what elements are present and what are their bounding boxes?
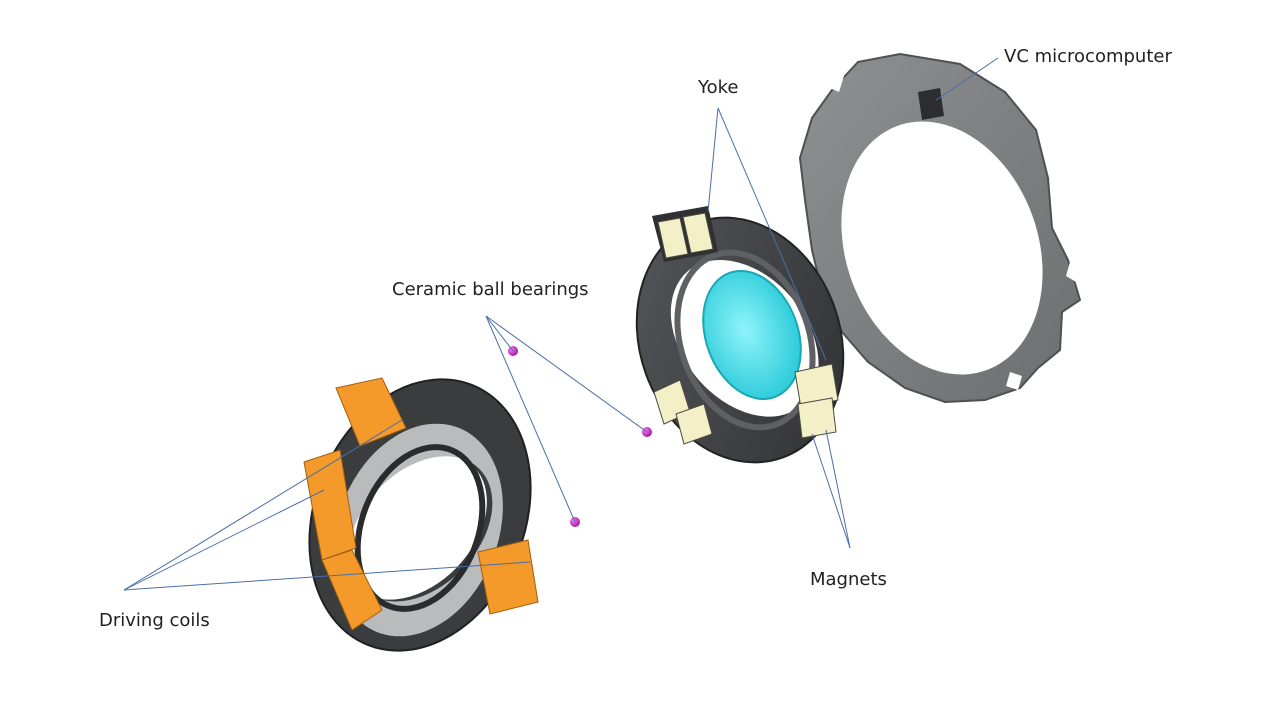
label-yoke: Yoke	[698, 77, 739, 98]
label-vc-microcomputer: VC microcomputer	[1004, 46, 1172, 67]
lens-element	[702, 270, 802, 400]
leader-lines	[123, 57, 999, 591]
vc-microcomputer-chip	[918, 88, 944, 120]
magnets	[653, 212, 839, 445]
label-ceramic-ball-bearings: Ceramic ball bearings	[392, 279, 589, 300]
coil-holder	[308, 378, 532, 652]
driving-coils	[303, 377, 539, 631]
base-plate	[798, 52, 1082, 404]
label-magnets: Magnets	[810, 569, 887, 590]
label-driving-coils: Driving coils	[99, 610, 210, 631]
